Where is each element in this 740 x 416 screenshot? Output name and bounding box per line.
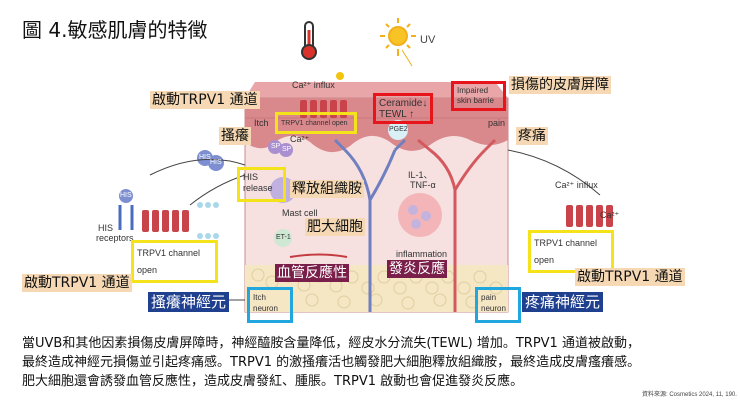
- citation: 資料來源: Cosmetics 2024, 11, 190.: [642, 392, 737, 398]
- ca-influx-right-label: Ca²⁺ influx: [555, 180, 598, 190]
- il1-label: IL-1、: [408, 170, 433, 180]
- itch-text: Itch: [253, 293, 266, 302]
- ceramide-text: Ceramide↓: [379, 98, 428, 109]
- release-text: release: [243, 183, 273, 193]
- pain-neuron-box: pain neuron: [475, 287, 521, 323]
- his-text: HIS: [243, 172, 259, 182]
- ca-label: Ca²⁺: [290, 134, 310, 144]
- his-molecule: HIS: [199, 154, 211, 161]
- description-line-3: 肥大細胞還會誘發血管反應性，造成皮膚發紅、腫脹。TRPV1 啟動也會促進發炎反應…: [22, 374, 524, 389]
- label-inflammatory-response: 發炎反應: [387, 260, 447, 278]
- label-activate-trpv1-left: 啟動TRPV1 通道: [22, 274, 132, 292]
- ca-right-label: Ca²⁺: [600, 210, 620, 220]
- mast-cell-label: Mast cell: [282, 208, 318, 218]
- his-receptors-label: receptors: [96, 233, 134, 243]
- ceramide-tewl-box: Ceramide↓ TEWL ↑: [373, 93, 433, 124]
- pge2-label: PGE2: [389, 126, 408, 133]
- impaired-barrier-box: Impaired skin barrie: [451, 81, 506, 111]
- label-itch-neuron: 搔癢神經元: [148, 292, 230, 312]
- label-vascular-reactivity: 血管反應性: [275, 264, 349, 282]
- et1-label: ET-1: [276, 234, 291, 241]
- tnf-label: TNF-α: [410, 180, 436, 190]
- page-title: 圖 4.敏感肌膚的特徵: [22, 18, 208, 42]
- itch-neuron-box: Itch neuron: [247, 287, 293, 323]
- trpv1-channel-text: TRPV1 channel: [534, 238, 598, 248]
- trpv1-open-right-box: TRPV1 channel open: [528, 230, 614, 273]
- itch-label: Itch: [254, 118, 269, 128]
- neuron-text: neuron: [253, 304, 278, 313]
- label-damaged-barrier: 損傷的皮膚屏障: [509, 76, 611, 94]
- his-molecule: HIS: [210, 159, 222, 166]
- his-release-box: HIS release: [237, 167, 286, 202]
- sp-label: SP: [271, 143, 281, 150]
- neuron-text: neuron: [481, 304, 506, 313]
- his-molecule: HIS: [120, 192, 132, 199]
- trpv1-open-left-box: TRPV1 channel open: [131, 240, 218, 283]
- description-line-2: 最終造成神經元損傷並引起疼痛感。TRPV1 的激搔癢活也觸發肥大細胞釋放組織胺，…: [22, 355, 641, 370]
- uv-label: UV: [420, 34, 436, 46]
- tewl-text: TEWL ↑: [379, 109, 415, 120]
- pain-text: pain: [481, 293, 497, 302]
- sun-icon: [380, 18, 416, 67]
- label-pain: 疼痛: [516, 127, 548, 145]
- label-pain-neuron: 疼痛神經元: [522, 292, 604, 312]
- thermometer-icon: [301, 21, 317, 60]
- skin-barrier-text: skin barrie: [457, 96, 494, 105]
- open-text: open: [137, 265, 158, 275]
- trpv1-open-text: TRPV1 channel open: [281, 120, 348, 127]
- inflammation-label: inflammation: [396, 249, 448, 259]
- impaired-text: Impaired: [457, 86, 489, 95]
- label-release-histamine: 釋放組織胺: [290, 180, 364, 198]
- label-mast-cell: 肥大細胞: [305, 218, 365, 236]
- label-itching: 搔癢: [219, 127, 251, 145]
- label-activate-trpv1-top: 啟動TRPV1 通道: [150, 91, 260, 109]
- trpv1-channel-text: TRPV1 channel: [137, 248, 201, 258]
- pain-label: pain: [488, 118, 506, 128]
- label-activate-trpv1-right: 啟動TRPV1 通道: [575, 268, 685, 286]
- description-line-1: 當UVB和其他因素損傷皮膚屏障時，神經醯胺含量降低，經皮水分流失(TEWL) 增…: [22, 336, 640, 351]
- open-text: open: [534, 255, 555, 265]
- trpv1-open-top-box: TRPV1 channel open: [275, 112, 357, 134]
- ca-influx-label: Ca²⁺ influx: [292, 80, 335, 90]
- his-receptors-label: HIS: [98, 223, 114, 233]
- sp-label: SP: [282, 146, 292, 153]
